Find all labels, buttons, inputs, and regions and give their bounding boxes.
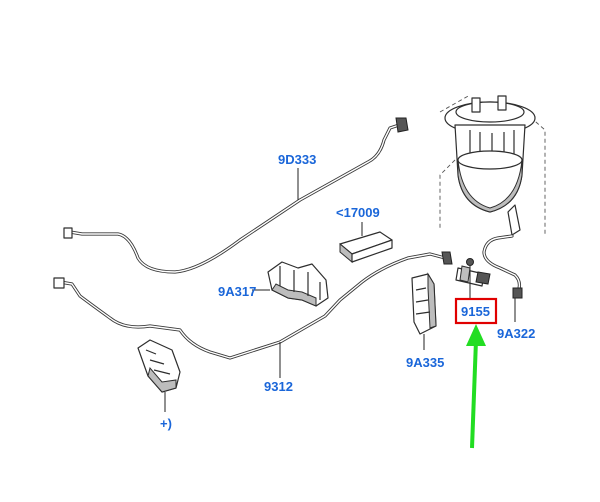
module-part	[339, 222, 393, 264]
fuel-pipe-upper	[63, 117, 409, 274]
pointer-arrow	[466, 324, 486, 449]
retainer-clip	[411, 272, 437, 350]
label-9312[interactable]: 9312	[264, 379, 293, 394]
clip-bracket	[252, 261, 329, 307]
fuel-pipe-lower	[53, 251, 453, 360]
fuel-connector-pipe	[482, 234, 523, 299]
label-9155[interactable]: 9155	[461, 304, 490, 319]
highlight-box	[454, 297, 498, 325]
label-9a322[interactable]: 9A322	[497, 326, 535, 341]
fuel-pump-module	[439, 94, 546, 236]
label-9a335[interactable]: 9A335	[406, 355, 444, 370]
label-9a317[interactable]: 9A317	[218, 284, 256, 299]
fuel-filter	[455, 258, 491, 287]
label-9d333[interactable]: 9D333	[278, 152, 316, 167]
label-support-bracket[interactable]: +)	[160, 416, 172, 431]
support-bracket	[137, 339, 181, 412]
label-17009[interactable]: <17009	[336, 205, 380, 220]
